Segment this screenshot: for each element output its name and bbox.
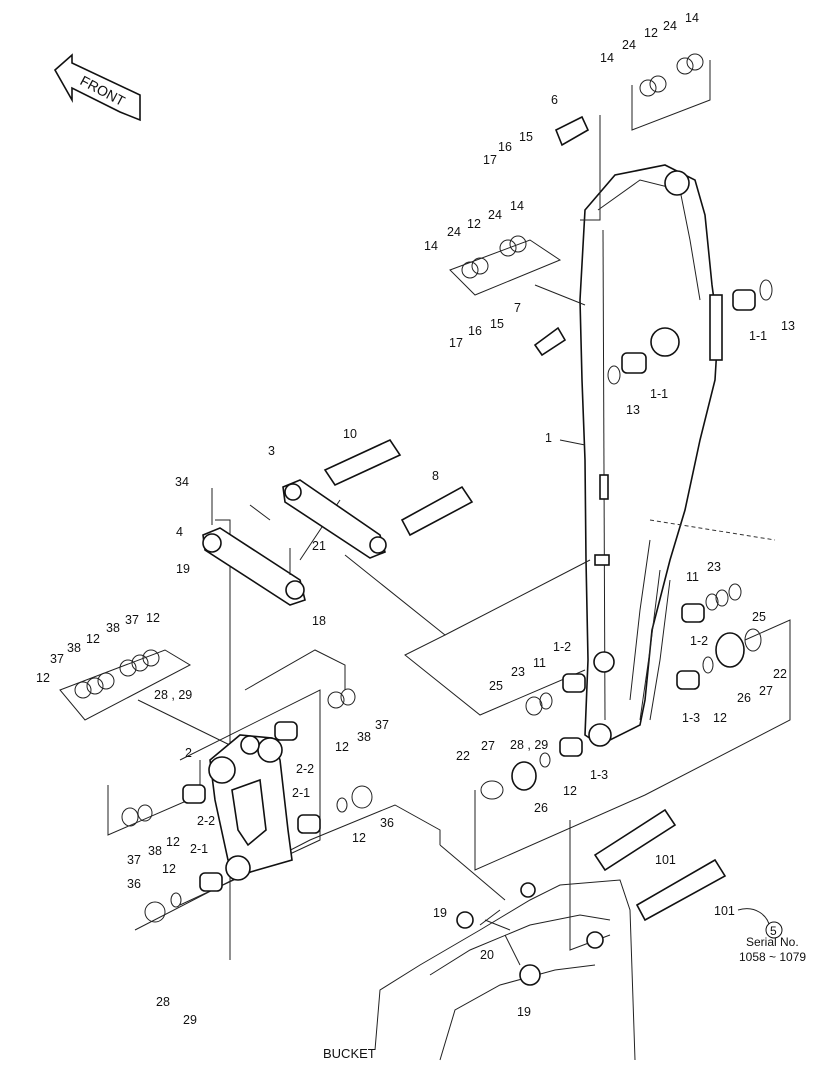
label-1: 1 bbox=[545, 431, 552, 445]
label-6: 6 bbox=[551, 93, 558, 107]
label-10: 10 bbox=[343, 427, 357, 441]
label-24: 24 bbox=[622, 38, 636, 52]
label-14: 14 bbox=[510, 199, 524, 213]
label-16: 16 bbox=[468, 324, 482, 338]
label-27: 27 bbox=[481, 739, 495, 753]
label-22: 22 bbox=[456, 749, 470, 763]
label-27: 27 bbox=[759, 684, 773, 698]
label-38: 38 bbox=[357, 730, 371, 744]
label-2-1: 2-1 bbox=[190, 842, 208, 856]
bushings bbox=[182, 289, 756, 892]
front-arrow: FRONT bbox=[53, 53, 141, 122]
serial-callout: 5 Serial No. 1058 ~ 1079 bbox=[737, 908, 806, 964]
label-18: 18 bbox=[312, 614, 326, 628]
label-38: 38 bbox=[148, 844, 162, 858]
label-12: 12 bbox=[335, 740, 349, 754]
label-12: 12 bbox=[162, 862, 176, 876]
label-14: 14 bbox=[600, 51, 614, 65]
label-1-2: 1-2 bbox=[553, 640, 571, 654]
label-1-3: 1-3 bbox=[590, 768, 608, 782]
label-34: 34 bbox=[175, 475, 189, 489]
label-13: 13 bbox=[781, 319, 795, 333]
serial-line1: Serial No. bbox=[746, 935, 799, 949]
label-17: 17 bbox=[449, 336, 463, 350]
label-19: 19 bbox=[433, 906, 447, 920]
part-labels: 1 1-1 1-1 1-2 1-2 1-3 1-3 2 2-1 2-1 2-2 … bbox=[36, 11, 795, 1027]
label-12: 12 bbox=[352, 831, 366, 845]
label-11: 11 bbox=[533, 656, 546, 670]
label-23: 23 bbox=[511, 665, 525, 679]
label-14: 14 bbox=[685, 11, 699, 25]
label-15: 15 bbox=[519, 130, 533, 144]
label-2: 2 bbox=[185, 746, 192, 760]
label-37: 37 bbox=[125, 613, 139, 627]
label-29: 29 bbox=[183, 1013, 197, 1027]
label-28-29: 28 , 29 bbox=[154, 688, 192, 702]
label-1-1: 1-1 bbox=[650, 387, 668, 401]
label-37: 37 bbox=[375, 718, 389, 732]
label-101: 101 bbox=[714, 904, 735, 918]
label-14: 14 bbox=[424, 239, 438, 253]
label-12: 12 bbox=[146, 611, 160, 625]
label-12: 12 bbox=[86, 632, 100, 646]
serial-circle: 5 bbox=[770, 924, 777, 938]
label-20: 20 bbox=[480, 948, 494, 962]
label-37: 37 bbox=[127, 853, 141, 867]
bucket: BUCKET bbox=[323, 879, 636, 1061]
label-22: 22 bbox=[773, 667, 787, 681]
label-24: 24 bbox=[447, 225, 461, 239]
label-19: 19 bbox=[176, 562, 190, 576]
bucket-label: BUCKET bbox=[323, 1046, 376, 1061]
label-24: 24 bbox=[488, 208, 502, 222]
label-8: 8 bbox=[432, 469, 439, 483]
label-11: 11 bbox=[686, 570, 699, 584]
serial-line2: 1058 ~ 1079 bbox=[739, 950, 806, 964]
label-26: 26 bbox=[737, 691, 751, 705]
label-15: 15 bbox=[490, 317, 504, 331]
label-1-2: 1-2 bbox=[690, 634, 708, 648]
boom bbox=[579, 164, 723, 747]
label-17: 17 bbox=[483, 153, 497, 167]
label-1-1: 1-1 bbox=[749, 329, 767, 343]
label-2-2: 2-2 bbox=[197, 814, 215, 828]
label-3: 3 bbox=[268, 444, 275, 458]
label-16: 16 bbox=[498, 140, 512, 154]
link-4 bbox=[202, 527, 306, 606]
pins bbox=[211, 115, 727, 966]
label-12: 12 bbox=[644, 26, 658, 40]
label-2-1: 2-1 bbox=[292, 786, 310, 800]
label-26: 26 bbox=[534, 801, 548, 815]
link-3 bbox=[282, 479, 387, 559]
label-2-2: 2-2 bbox=[296, 762, 314, 776]
label-36: 36 bbox=[127, 877, 141, 891]
label-21: 21 bbox=[312, 539, 326, 553]
label-25: 25 bbox=[489, 679, 503, 693]
label-4: 4 bbox=[176, 525, 183, 539]
label-38: 38 bbox=[106, 621, 120, 635]
label-25: 25 bbox=[752, 610, 766, 624]
label-101: 101 bbox=[655, 853, 676, 867]
label-7: 7 bbox=[514, 301, 521, 315]
label-12: 12 bbox=[713, 711, 727, 725]
label-12: 12 bbox=[36, 671, 50, 685]
label-1-3: 1-3 bbox=[682, 711, 700, 725]
label-28: 28 bbox=[156, 995, 170, 1009]
label-12: 12 bbox=[166, 835, 180, 849]
label-23: 23 bbox=[707, 560, 721, 574]
rings bbox=[74, 53, 773, 923]
label-28-29: 28 , 29 bbox=[510, 738, 548, 752]
label-12: 12 bbox=[467, 217, 481, 231]
label-38: 38 bbox=[67, 641, 81, 655]
arm-link bbox=[208, 734, 293, 881]
label-37: 37 bbox=[50, 652, 64, 666]
label-12: 12 bbox=[563, 784, 577, 798]
label-13: 13 bbox=[626, 403, 640, 417]
label-36: 36 bbox=[380, 816, 394, 830]
label-19: 19 bbox=[517, 1005, 531, 1019]
label-24: 24 bbox=[663, 19, 677, 33]
